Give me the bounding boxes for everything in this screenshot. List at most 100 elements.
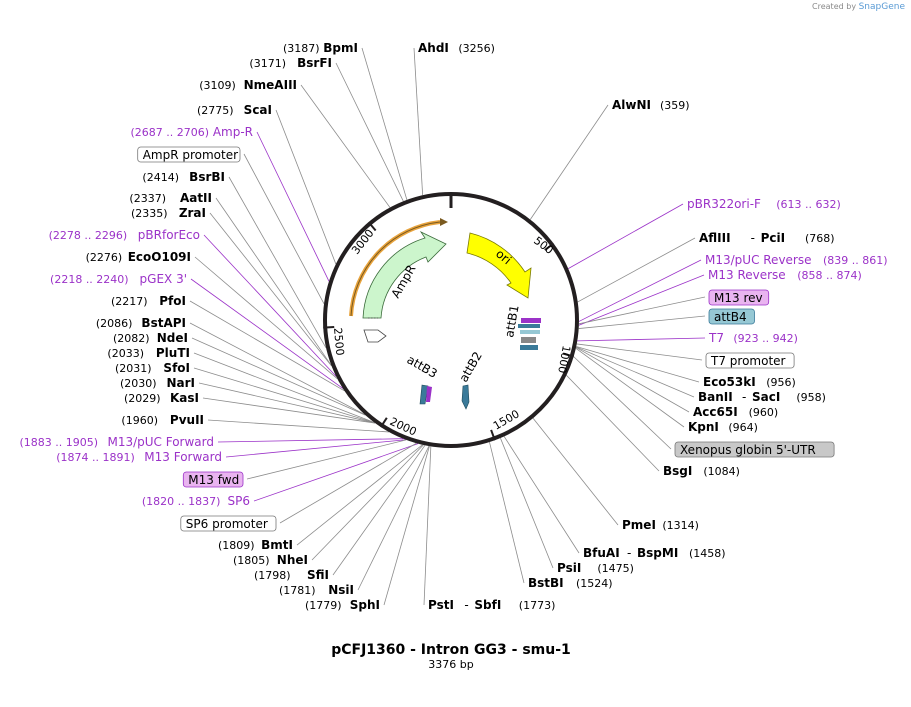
dash-psti: -: [464, 598, 468, 612]
label-pmei: PmeI (1314): [622, 518, 699, 532]
label-bfuai: BfuAI-BspMI(1458): [583, 546, 726, 560]
leader-t7: [577, 337, 706, 342]
name-sfoi: SfoI: [163, 361, 190, 375]
leader-bmti: [296, 444, 423, 546]
leader-nhei: [311, 444, 424, 561]
name-eco53ki: Eco53kI: [703, 375, 756, 389]
name-kpni: KpnI: [688, 420, 719, 434]
box-text-ampr_promoter: AmpR promoter: [143, 148, 238, 162]
label-xenopus: Xenopus globin 5'-UTR: [674, 441, 835, 458]
name2-banii: SacI: [752, 390, 780, 404]
leader-m13_forward: [225, 439, 406, 458]
pos-m13puc_rev: (839 .. 861): [823, 254, 888, 267]
pos-psii: (1475): [597, 562, 634, 575]
credit: Created by SnapGene: [812, 2, 905, 12]
pos-alwni: (359): [660, 99, 690, 112]
label-kasi: KasI(2029): [124, 391, 199, 405]
tick-mark-1000: [562, 352, 574, 358]
name-nsii: NsiI: [328, 583, 354, 597]
name-m13puc_fwd: M13/pUC Forward: [107, 435, 214, 449]
name-t7: T7: [708, 331, 724, 345]
name-m13puc_rev: M13/pUC Reverse: [705, 253, 812, 267]
leader-m13puc_rev: [578, 259, 702, 322]
pos-sphi: (1779): [305, 599, 342, 612]
pos-m13_forward: (1874 .. 1891): [56, 451, 135, 464]
leader-psti: [423, 446, 432, 606]
name-sphi: SphI: [350, 598, 380, 612]
pos-afliii: (768): [805, 232, 835, 245]
snapgene-logo: SnapGene: [858, 2, 905, 12]
box-text-m13fwd: M13 fwd: [188, 473, 239, 487]
name-aatii: AatII: [180, 191, 212, 205]
leader-nmeaiii: [300, 84, 391, 208]
label-pgex3: pGEX 3' (2218 .. 2240): [50, 272, 187, 286]
box-xenopus: [674, 441, 835, 458]
name-zrai: ZraI: [179, 206, 206, 220]
leader-pvuii: [207, 419, 389, 433]
label-pluti: PluTI(2033): [107, 346, 190, 360]
leader-scai: [275, 109, 337, 265]
attb2-label: attB2: [456, 349, 484, 384]
pos-nhei: (1805): [233, 554, 270, 567]
feature-attb2: attB2: [456, 349, 485, 410]
leader-afliii: [577, 237, 696, 303]
label-acc65i: Acc65I(960): [693, 405, 778, 419]
label-zrai: ZraI(2335): [131, 206, 206, 220]
pos-acc65i: (960): [749, 406, 779, 419]
name-pfoi: PfoI: [159, 294, 186, 308]
name-psti: PstI: [428, 598, 454, 612]
name-pmei: PmeI: [622, 518, 656, 532]
pos-aatii: (2337): [129, 192, 166, 205]
pos-pfoi: (2217): [111, 295, 148, 308]
attb1-mark-1: [521, 318, 541, 323]
label-bstapi: BstAPI(2086): [96, 316, 186, 330]
pos-ahdi: (3256): [458, 42, 495, 55]
leader-sfii: [332, 445, 426, 576]
attb1-mark-4: [521, 337, 536, 343]
tick-mark-500: [544, 242, 555, 251]
leader-nari: [198, 382, 376, 424]
leader-bsrbi: [228, 176, 327, 349]
leader-ecoo109i: [194, 256, 338, 380]
pos-bfuai: (1458): [689, 547, 726, 560]
leader-eco53ki: [576, 346, 700, 383]
label-bpmi: BpmI(3187): [283, 41, 358, 55]
attb1-label: attB1: [502, 304, 521, 339]
name-alwni: AlwNI: [612, 98, 651, 112]
name2-bfuai: BspMI: [637, 546, 678, 560]
name-bsrfi: BsrFI: [297, 56, 332, 70]
label-m13fwd: M13 fwd: [182, 471, 244, 488]
tick-mark-2000: [379, 417, 388, 428]
label-nsii: NsiI(1781): [279, 583, 354, 597]
leader-acc65i: [575, 347, 690, 413]
pos-nari: (2030): [120, 377, 157, 390]
leader-pgex3: [190, 278, 344, 389]
name-psii: PsiI: [557, 561, 581, 575]
box-attb4: [708, 308, 755, 325]
tick-mark-1500: [490, 429, 496, 441]
pos-psti: (1773): [519, 599, 556, 612]
pos-bsrbi: (2414): [142, 171, 179, 184]
name-pluti: PluTI: [156, 346, 190, 360]
pos-pmei: (1314): [662, 519, 699, 532]
name-scai: ScaI: [244, 103, 272, 117]
attb1-mark-2: [518, 324, 540, 328]
label-kpni: KpnI(964): [688, 420, 758, 434]
label-bsrfi: BsrFI(3171): [249, 56, 332, 70]
leader-bstapi: [189, 322, 365, 415]
dash-afliii: -: [751, 231, 755, 245]
leader-nsii: [357, 445, 430, 591]
pos-bstbi: (1524): [576, 577, 613, 590]
pos-sfoi: (2031): [115, 362, 152, 375]
leader-bsgi: [566, 375, 660, 472]
label-aatii: AatII (2337): [129, 191, 212, 205]
name-ahdi: AhdI: [418, 41, 449, 55]
label-bstbi: BstBI(1524): [528, 576, 613, 590]
leader-pfoi: [189, 300, 345, 392]
name-pgex3: pGEX 3': [140, 272, 187, 286]
label-layer: BpmI(3187)BsrFI(3171)AhdI(3256)NmeAIII(3…: [19, 41, 887, 612]
feature-ori: ori: [466, 232, 532, 299]
label-ndei: NdeI(2082): [113, 331, 188, 345]
pos-pgex3: (2218 .. 2240): [50, 273, 129, 286]
